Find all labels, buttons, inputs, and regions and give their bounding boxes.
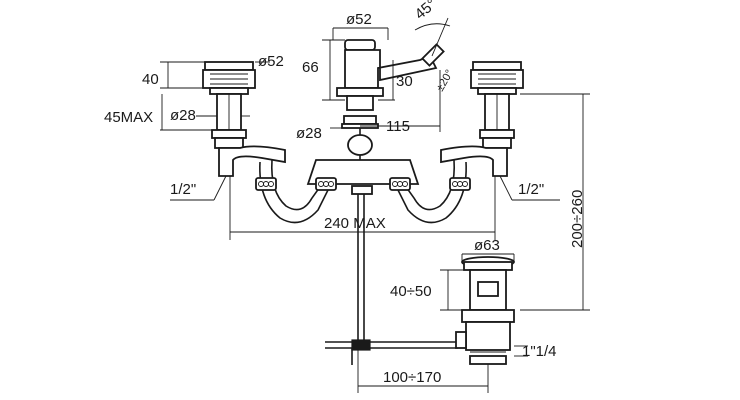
handle-cap-diameter-label: ø52 (258, 53, 284, 70)
spout-reach-label: 115 (386, 118, 410, 135)
drain-cap-diameter-label: ø63 (474, 237, 500, 254)
left-handle-cap-top (204, 61, 254, 71)
spout-body (344, 49, 438, 89)
left-handle (202, 61, 286, 177)
dimension-lines (160, 17, 590, 393)
left-handle-nut-lower (214, 137, 244, 149)
spout (336, 39, 445, 160)
drain-lower-body (465, 321, 511, 351)
left-handle-collar (209, 87, 249, 95)
mixer-body (306, 159, 420, 195)
spout-angle-label: 45° (412, 0, 440, 23)
right-handle-nut (479, 129, 515, 139)
right-thread-label: 1/2" (518, 181, 544, 198)
mixer-outlet (351, 185, 373, 195)
spout-diameter-label: ø52 (346, 11, 372, 28)
drain-rod (325, 194, 458, 365)
drain-thread-label: 1"1/4 (522, 343, 557, 360)
spout-height-label: 66 (302, 59, 319, 76)
height-range-label: 200÷260 (569, 190, 586, 248)
handle-cap-height-label: 40 (142, 71, 159, 88)
right-handle-elbow (440, 145, 508, 177)
drain-side-port (455, 331, 467, 349)
right-handle-cap-top (472, 61, 522, 71)
hoses (255, 159, 471, 224)
right-handle-nut-lower (482, 137, 512, 149)
right-handle-collar (477, 87, 517, 95)
spout-lever (344, 39, 376, 51)
spout-nut (343, 115, 377, 125)
left-handle-elbow (218, 145, 286, 177)
spout-body-height-label: 30 (396, 73, 413, 90)
drain-flange (463, 261, 513, 271)
right-coupling (449, 177, 471, 191)
spout-nozzle (421, 43, 445, 67)
total-width-label: 240 MAX (324, 215, 386, 232)
right-handle (440, 61, 524, 177)
handle-shank-diameter-label: ø28 (170, 107, 196, 124)
left-thread-label: 1/2" (170, 181, 196, 198)
left-coupling (255, 177, 277, 191)
left-handle-nut (211, 129, 247, 139)
mixer-left-port (315, 177, 337, 191)
drain-nut (461, 309, 515, 323)
drain-window (477, 281, 499, 297)
rod-clamp (351, 339, 371, 351)
spout-union (347, 134, 373, 156)
drain-body-height-label: 40÷50 (390, 283, 432, 300)
popup-drain (455, 256, 515, 365)
spout-base (336, 87, 384, 97)
rod-reach-label: 100÷170 (383, 369, 441, 386)
spout-stem (346, 95, 374, 111)
spout-shank-diameter-label: ø28 (296, 125, 322, 142)
drain-tail (469, 355, 507, 365)
handle-shank-length-label: 45MAX (104, 109, 153, 126)
swivel-angle-label: ±20° (434, 68, 456, 94)
mixer-right-port (389, 177, 411, 191)
